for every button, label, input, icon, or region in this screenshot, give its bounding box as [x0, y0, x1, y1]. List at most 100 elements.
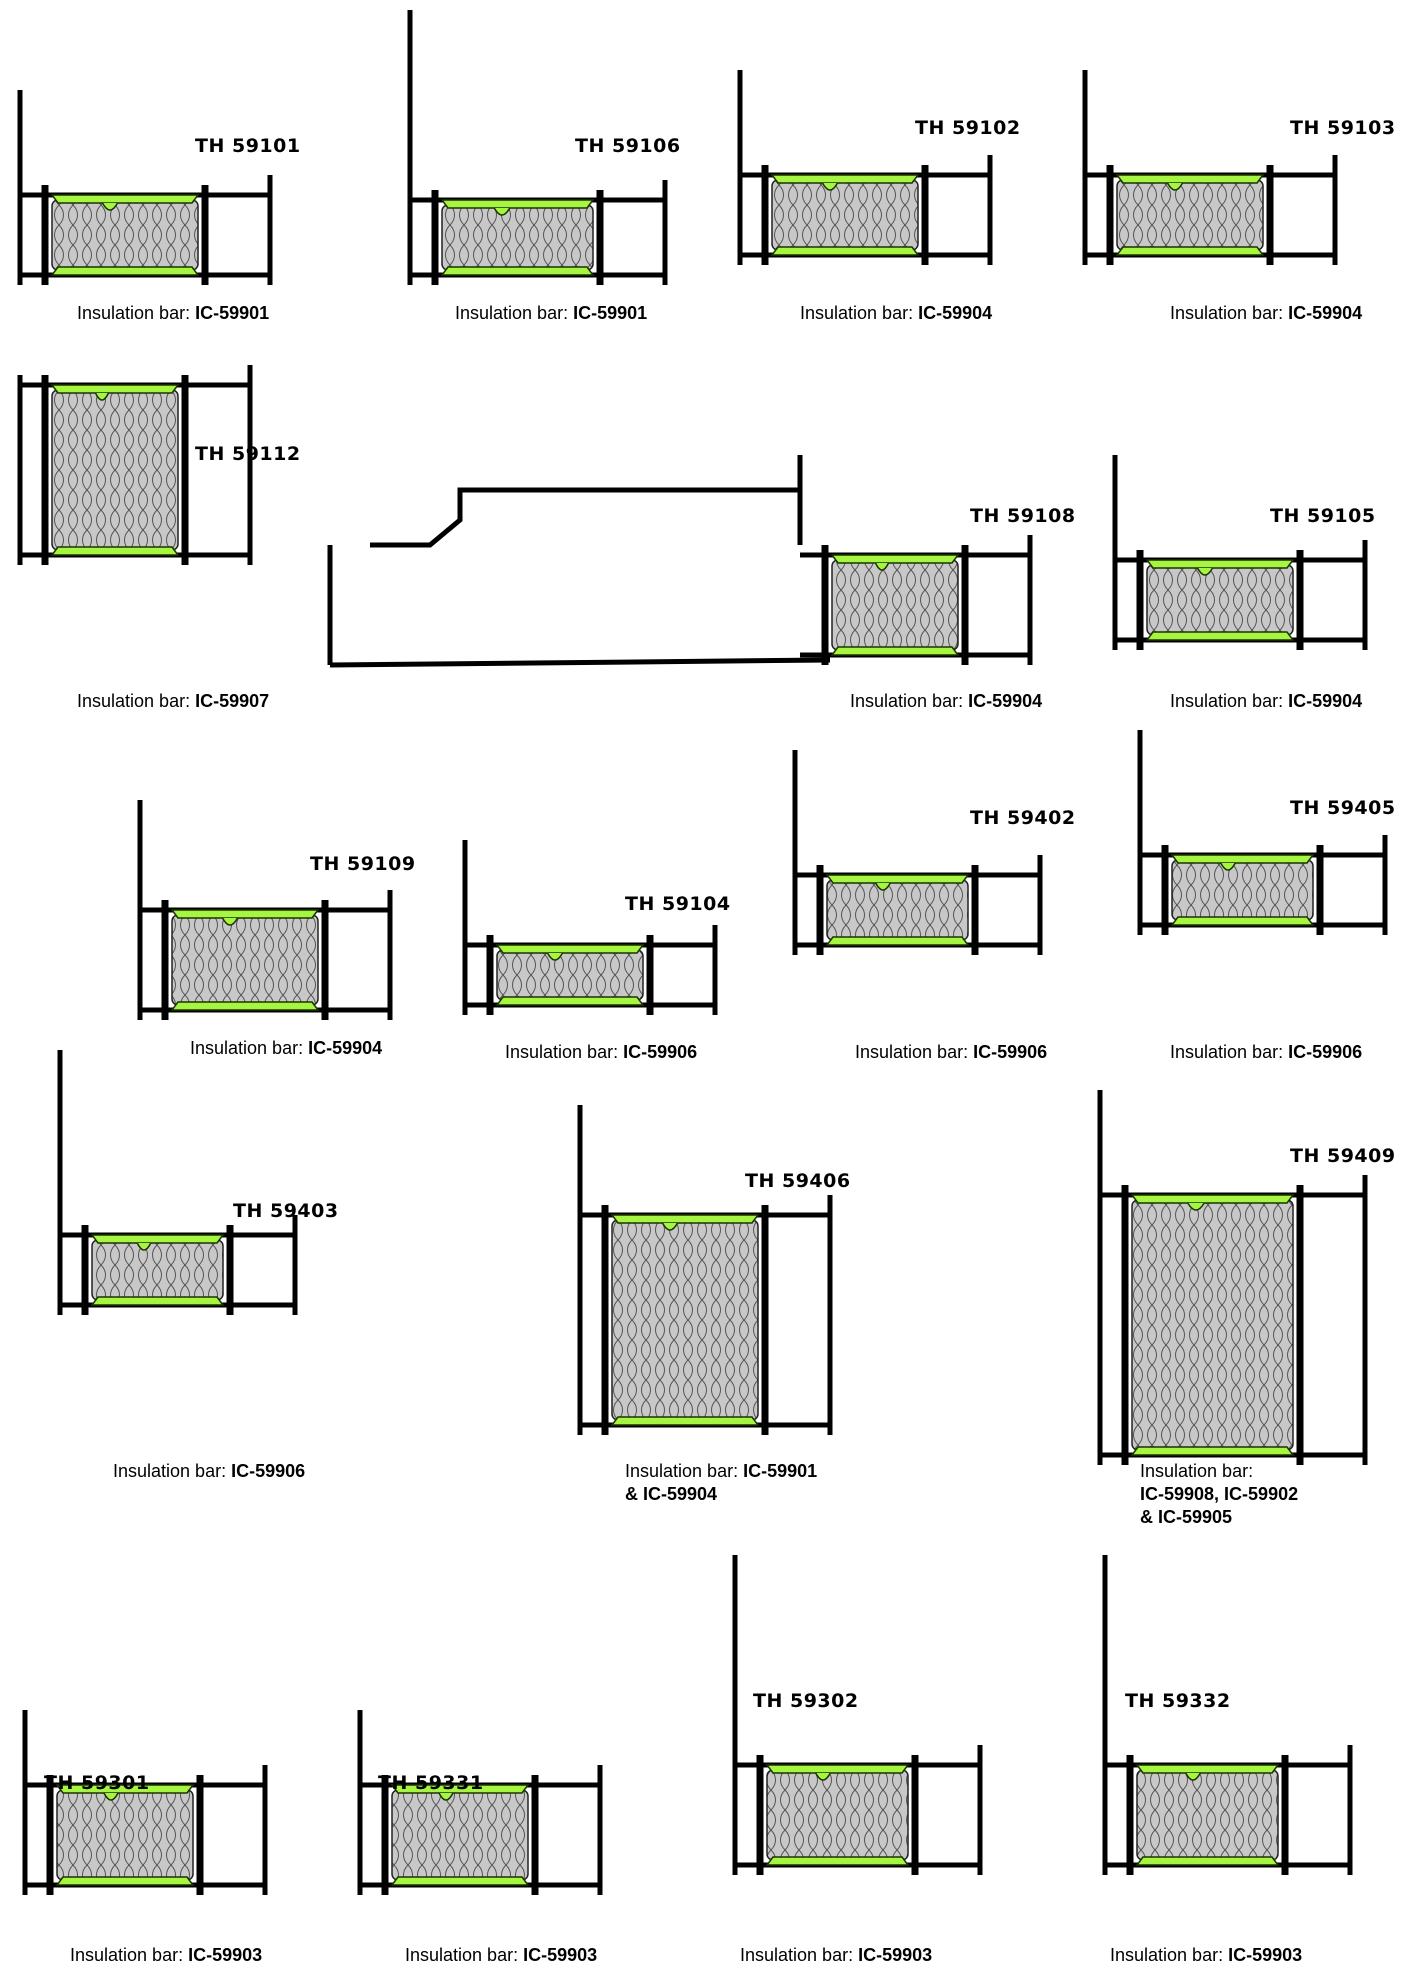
- profile-code: TH 59102: [915, 117, 1021, 139]
- insulation-bar-caption: Insulation bar: IC-59903: [405, 1944, 597, 1967]
- insulation-bar-code: IC-59903: [188, 1945, 263, 1965]
- profile-drawing: [327, 455, 1033, 668]
- caption-label: Insulation bar:: [855, 1042, 969, 1062]
- profile-drawing: [792, 750, 1043, 955]
- insulation-bar-code: IC-59906: [1288, 1042, 1363, 1062]
- caption-label: Insulation bar:: [800, 303, 914, 323]
- insulation-bar-code: IC-59908, IC-59902: [1140, 1484, 1299, 1504]
- profile-drawing: [137, 800, 393, 1020]
- profile-drawing: [1082, 70, 1338, 265]
- insulation-bar-code: IC-59906: [231, 1461, 306, 1481]
- insulation-bar-caption: Insulation bar: IC-59904: [1170, 302, 1362, 325]
- insulation-bar-caption: Insulation bar: IC-59907: [77, 690, 269, 713]
- profile-code: TH 59104: [625, 893, 731, 915]
- profile-code: TH 59101: [195, 135, 301, 157]
- insulation-bar-caption: Insulation bar: IC-59906: [113, 1460, 305, 1483]
- profile-drawing: [577, 1105, 833, 1435]
- profile-code: TH 59106: [575, 135, 681, 157]
- profile-drawing: [1137, 730, 1388, 935]
- caption-label: Insulation bar:: [1140, 1461, 1254, 1481]
- profile-section: [57, 1050, 298, 1315]
- insulation-bar-caption: Insulation bar: IC-59904: [850, 690, 1042, 713]
- profile-section: [732, 1555, 983, 1875]
- caption-label: Insulation bar:: [505, 1042, 619, 1062]
- caption-label: Insulation bar:: [1170, 691, 1284, 711]
- insulation-bar-caption: Insulation bar: IC-59904: [190, 1037, 382, 1060]
- insulation-bar-caption: Insulation bar: IC-59901: [455, 302, 647, 325]
- profile-code: TH 59406: [745, 1170, 851, 1192]
- profile-section: [792, 750, 1043, 955]
- profile-section: [577, 1105, 833, 1435]
- profile-code: TH 59108: [970, 505, 1076, 527]
- caption-label: Insulation bar:: [77, 303, 191, 323]
- caption-label: Insulation bar:: [1170, 303, 1284, 323]
- profile-code: TH 59103: [1290, 117, 1396, 139]
- profile-section: [407, 10, 668, 285]
- profile-code: TH 59332: [1125, 1690, 1231, 1712]
- caption-label: Insulation bar:: [190, 1038, 304, 1058]
- insulation-bar-caption: Insulation bar: IC-59901: [77, 302, 269, 325]
- insulation-bar-caption: Insulation bar: IC-59903: [1110, 1944, 1302, 1967]
- profile-section: [327, 455, 1033, 668]
- insulation-bar-caption: Insulation bar: IC-59903: [740, 1944, 932, 1967]
- insulation-bar-caption: Insulation bar: IC-59906: [505, 1041, 697, 1064]
- insulation-bar-code-2: & IC-59905: [1140, 1507, 1233, 1527]
- profile-code: TH 59301: [44, 1772, 150, 1794]
- insulation-bar-code: IC-59904: [918, 303, 993, 323]
- insulation-bar-caption: Insulation bar: IC-59908, IC-59902 & IC-59…: [1140, 1460, 1298, 1529]
- profile-drawing: [1102, 1555, 1353, 1875]
- caption-label: Insulation bar:: [850, 691, 964, 711]
- insulation-bar-code: IC-59903: [523, 1945, 598, 1965]
- insulation-bar-code: IC-59904: [968, 691, 1043, 711]
- profile-code: TH 59109: [310, 853, 416, 875]
- insulation-bar-code: IC-59904: [308, 1038, 383, 1058]
- profile-section: [17, 365, 253, 565]
- insulation-bar-caption: Insulation bar: IC-59906: [1170, 1041, 1362, 1064]
- profile-code: TH 59403: [233, 1200, 339, 1222]
- caption-label: Insulation bar:: [1110, 1945, 1224, 1965]
- caption-label: Insulation bar:: [455, 303, 569, 323]
- caption-label: Insulation bar:: [70, 1945, 184, 1965]
- insulation-bar-caption: Insulation bar: IC-59904: [800, 302, 992, 325]
- profile-section: [1097, 1090, 1368, 1465]
- profile-section: [357, 1710, 603, 1895]
- profile-drawing: [1097, 1090, 1368, 1465]
- profile-code: TH 59302: [753, 1690, 859, 1712]
- insulation-bar-code: IC-59904: [1288, 303, 1363, 323]
- profile-section: [1082, 70, 1338, 265]
- profile-code: TH 59112: [195, 443, 301, 465]
- profile-section: [462, 840, 718, 1015]
- insulation-bar-code: IC-59901: [573, 303, 648, 323]
- profile-drawing: [57, 1050, 298, 1315]
- profile-section: [1137, 730, 1388, 935]
- insulation-bar-code: IC-59903: [858, 1945, 933, 1965]
- insulation-bar-caption: Insulation bar: IC-59904: [1170, 690, 1362, 713]
- profile-code: TH 59409: [1290, 1145, 1396, 1167]
- profile-drawing: [17, 365, 253, 565]
- caption-label: Insulation bar:: [77, 691, 191, 711]
- profile-section: [737, 70, 993, 265]
- profile-drawing: [22, 1710, 268, 1895]
- insulation-bar-caption: Insulation bar: IC-59903: [70, 1944, 262, 1967]
- caption-label: Insulation bar:: [625, 1461, 739, 1481]
- caption-label: Insulation bar:: [740, 1945, 854, 1965]
- insulation-bar-code: IC-59901: [743, 1461, 818, 1481]
- caption-label: Insulation bar:: [1170, 1042, 1284, 1062]
- insulation-bar-code: IC-59903: [1228, 1945, 1303, 1965]
- insulation-bar-code: IC-59906: [623, 1042, 698, 1062]
- profile-drawing: [357, 1710, 603, 1895]
- profile-section: [17, 90, 273, 285]
- insulation-bar-caption: Insulation bar: IC-59901 & IC-59904: [625, 1460, 817, 1506]
- profile-section: [22, 1710, 268, 1895]
- caption-label: Insulation bar:: [113, 1461, 227, 1481]
- profile-code: TH 59105: [1270, 505, 1376, 527]
- profile-drawing: [462, 840, 718, 1015]
- insulation-bar-code: IC-59904: [1288, 691, 1363, 711]
- caption-label: Insulation bar:: [405, 1945, 519, 1965]
- profile-drawing: [17, 90, 273, 285]
- profile-section: [137, 800, 393, 1020]
- profile-drawing: [737, 70, 993, 265]
- profile-section: [1102, 1555, 1353, 1875]
- insulation-bar-code-2: & IC-59904: [625, 1484, 718, 1504]
